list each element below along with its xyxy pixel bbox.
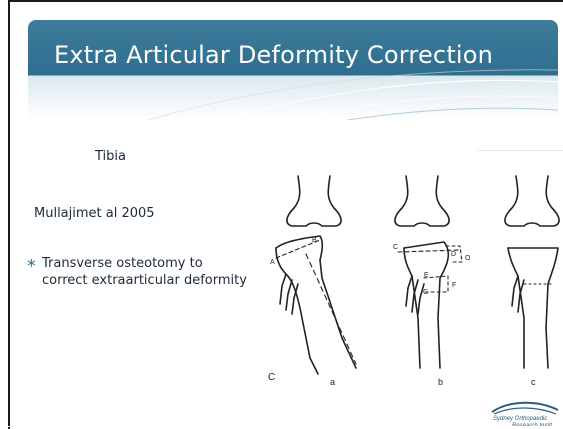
figure-point-label: E [424, 272, 429, 279]
figure-point-label: C [393, 244, 398, 251]
femur-c [505, 176, 559, 226]
citation-text: Mullajimet al 2005 [34, 206, 155, 221]
bottom-rule [8, 426, 563, 427]
tibia-a-lateral [276, 236, 356, 368]
figure-point-label: A [270, 259, 275, 266]
bullet-item: ∗ Transverse osteotomy to correct extraa… [26, 255, 251, 289]
slide-subtitle: Tibia [95, 149, 126, 164]
frame-left-border [8, 0, 10, 429]
figure-panel-label: b [438, 377, 443, 387]
fibula-a-2 [286, 280, 292, 310]
figure-point-label: D [451, 251, 456, 258]
axis-line-a [306, 254, 356, 364]
figure-panel-label: C [268, 372, 275, 383]
tibia-c-lateral [508, 248, 558, 368]
bullet-asterisk-icon: ∗ [26, 255, 37, 272]
tibia-osteotomy-figure [262, 168, 563, 396]
bullet-list: ∗ Transverse osteotomy to correct extraa… [26, 255, 251, 289]
tibia-b-lateral [404, 242, 448, 368]
header-swoosh-graphic [28, 20, 558, 120]
figure-point-label: B [312, 237, 317, 244]
figure-point-label: G [423, 289, 428, 296]
figure-panel-label: c [531, 377, 536, 387]
figure-point-label: F [452, 282, 456, 289]
fibula-c-1 [512, 276, 518, 306]
femur-a [287, 176, 341, 226]
frame-top-border [8, 0, 563, 2]
header-band [28, 20, 558, 120]
fibula-b-1 [406, 276, 412, 306]
femur-b [395, 176, 449, 226]
slide-title: Extra Articular Deformity Correction [54, 41, 554, 69]
figure-panel-label: a [330, 377, 335, 387]
figure-top-rule [478, 150, 563, 151]
tibia-c-medial [508, 248, 524, 368]
bullet-text: Transverse osteotomy to correct extraart… [42, 256, 247, 288]
fibula-a-1 [280, 274, 286, 304]
logo-text-line1: Sydney Orthopaedic [493, 416, 547, 422]
figure-point-label: O [465, 255, 470, 262]
